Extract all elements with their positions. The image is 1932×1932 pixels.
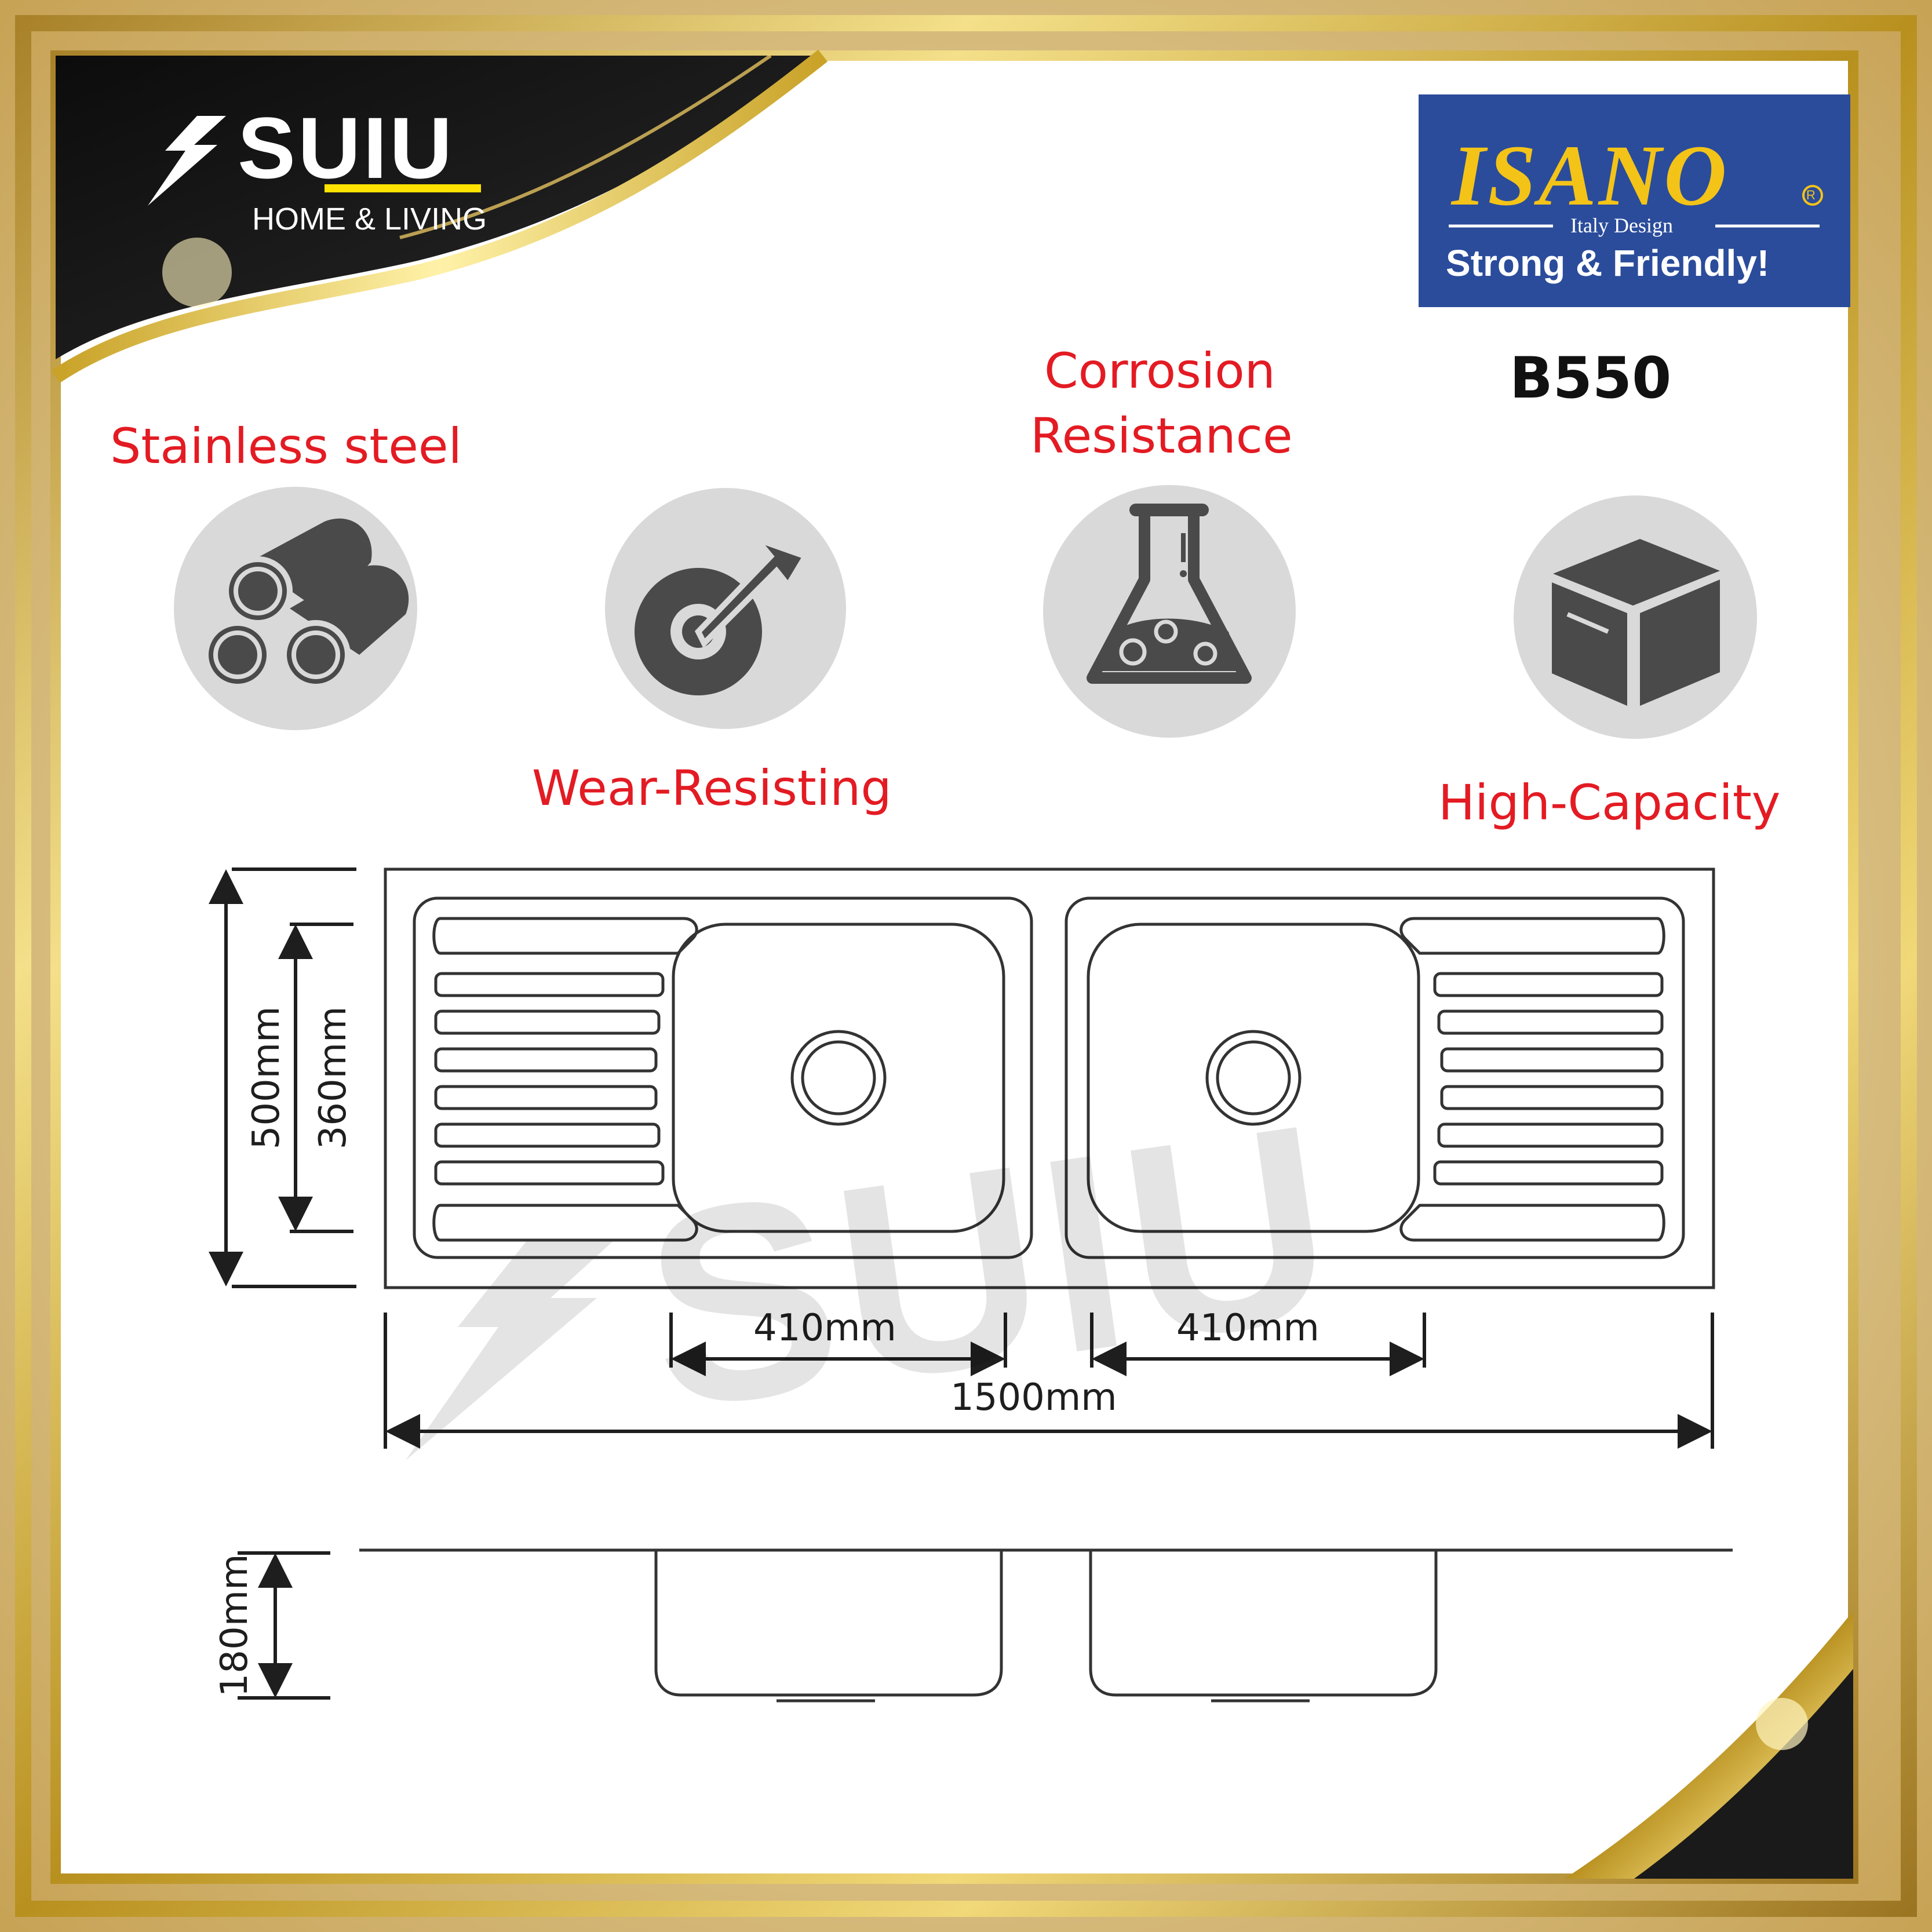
suiu-logo [148, 116, 481, 206]
feature-label-corrosion-line1: Corrosion [1044, 342, 1275, 399]
sink-top-view [384, 867, 1715, 1289]
flask-icon [1087, 504, 1252, 684]
maker-registered: R [1806, 188, 1816, 202]
dim-bowl-width-right: 410mm [1176, 1307, 1319, 1350]
dim-total-depth: 500mm [245, 1006, 288, 1150]
dim-bowl-depth: 360mm [312, 1006, 355, 1150]
dim-bowl-height: 180mm [213, 1554, 256, 1697]
maker-name: ISANO [1452, 127, 1729, 224]
dim-total-width: 1500mm [950, 1376, 1117, 1419]
box-icon [1552, 539, 1720, 706]
feature-icon-corrosion [1043, 485, 1296, 738]
feature-label-stainless: Stainless steel [110, 418, 462, 475]
feature-label-corrosion-line2: Resistance [1030, 407, 1293, 464]
drainboard-ribs-left [432, 917, 698, 1242]
gold-frame-outer [15, 15, 1917, 1917]
sparkle-glow [162, 238, 232, 307]
corner-swoosh-dark [56, 56, 823, 359]
dimension-arrows [209, 867, 1714, 1700]
registered-icon [1802, 185, 1823, 206]
feature-label-wear: Wear-Resisting [532, 760, 892, 816]
dim-bowl-width-left: 410mm [753, 1307, 896, 1350]
maker-slogan: Strong & Friendly! [1446, 242, 1770, 284]
gold-frame-inner [50, 50, 1858, 1884]
corner-dark-bottom-right [1634, 1669, 1853, 1879]
feature-icon-wear [605, 488, 846, 729]
wear-icon [635, 533, 810, 695]
isano-logo-box [1419, 94, 1850, 307]
feature-label-capacity: High-Capacity [1438, 774, 1781, 831]
sink-side-view [359, 1548, 1733, 1703]
suiu-watermark [406, 1240, 614, 1460]
feature-icon-stainless [174, 487, 417, 730]
maker-subtitle: Italy Design [1570, 214, 1673, 237]
white-panel [56, 56, 1853, 1879]
model-number: B550 [1510, 345, 1672, 411]
store-name: SUIU [238, 99, 455, 196]
feature-icon-capacity [1514, 495, 1757, 739]
lightning-icon [148, 116, 226, 206]
drainboard-ribs-right [1399, 917, 1665, 1242]
pipes-icon [203, 518, 409, 690]
store-tagline: HOME & LIVING [252, 202, 487, 236]
corner-swoosh-gold [51, 49, 828, 383]
